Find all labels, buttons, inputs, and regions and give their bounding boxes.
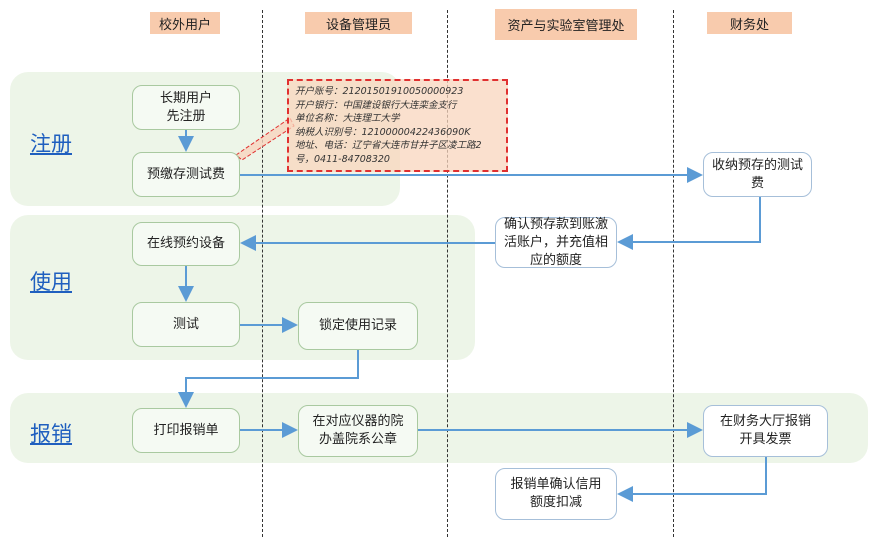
lane-divider — [262, 10, 263, 537]
callout-line: 开户账号：21201501910050000923 — [295, 86, 464, 97]
lane-header-equipment-admin: 设备管理员 — [305, 12, 412, 34]
lane-divider — [673, 10, 674, 537]
callout-line: 单位名称：大连理工大学 — [295, 113, 400, 124]
box-collect-fee: 收纳预存的测试费 — [703, 152, 812, 197]
arrow — [178, 350, 359, 408]
phase-label-register[interactable]: 注册 — [30, 132, 72, 156]
box-lock-record: 锁定使用记录 — [298, 302, 418, 350]
box-invoice: 在财务大厅报销开具发票 — [703, 405, 828, 457]
phase-label-use[interactable]: 使用 — [30, 270, 72, 294]
box-long-term-user-register: 长期用户先注册 — [132, 85, 240, 130]
box-print-form: 打印报销单 — [132, 408, 240, 453]
box-prepay-test-fee: 预缴存测试费 — [132, 152, 240, 197]
box-stamp: 在对应仪器的院办盖院系公章 — [298, 405, 418, 457]
lane-header-external-user: 校外用户 — [150, 12, 220, 34]
arrow — [617, 197, 761, 250]
lane-header-asset-lab-office: 资产与实验室管理处 — [495, 9, 637, 40]
box-credit-deduct: 报销单确认信用额度扣减 — [495, 468, 617, 520]
arrow — [617, 457, 767, 502]
callout-line: 纳税人识别号：12100000422436090K — [295, 126, 471, 138]
callout-pointer — [235, 117, 295, 161]
box-confirm-deposit: 确认预存款到账激活账户，并充值相应的额度 — [495, 217, 617, 268]
box-test: 测试 — [132, 302, 240, 347]
bank-info-callout: 开户账号：21201501910050000923 开户银行：中国建设银行大连栾… — [287, 79, 508, 172]
lane-header-finance: 财务处 — [707, 12, 792, 34]
phase-label-reimburse[interactable]: 报销 — [30, 422, 72, 446]
callout-line: 地址、电话：辽宁省大连市甘井子区凌工路2号，0411-84708320 — [295, 140, 482, 165]
lane-divider — [447, 10, 448, 537]
callout-line: 开户银行：中国建设银行大连栾金支行 — [295, 99, 457, 111]
box-book-online: 在线预约设备 — [132, 222, 240, 266]
